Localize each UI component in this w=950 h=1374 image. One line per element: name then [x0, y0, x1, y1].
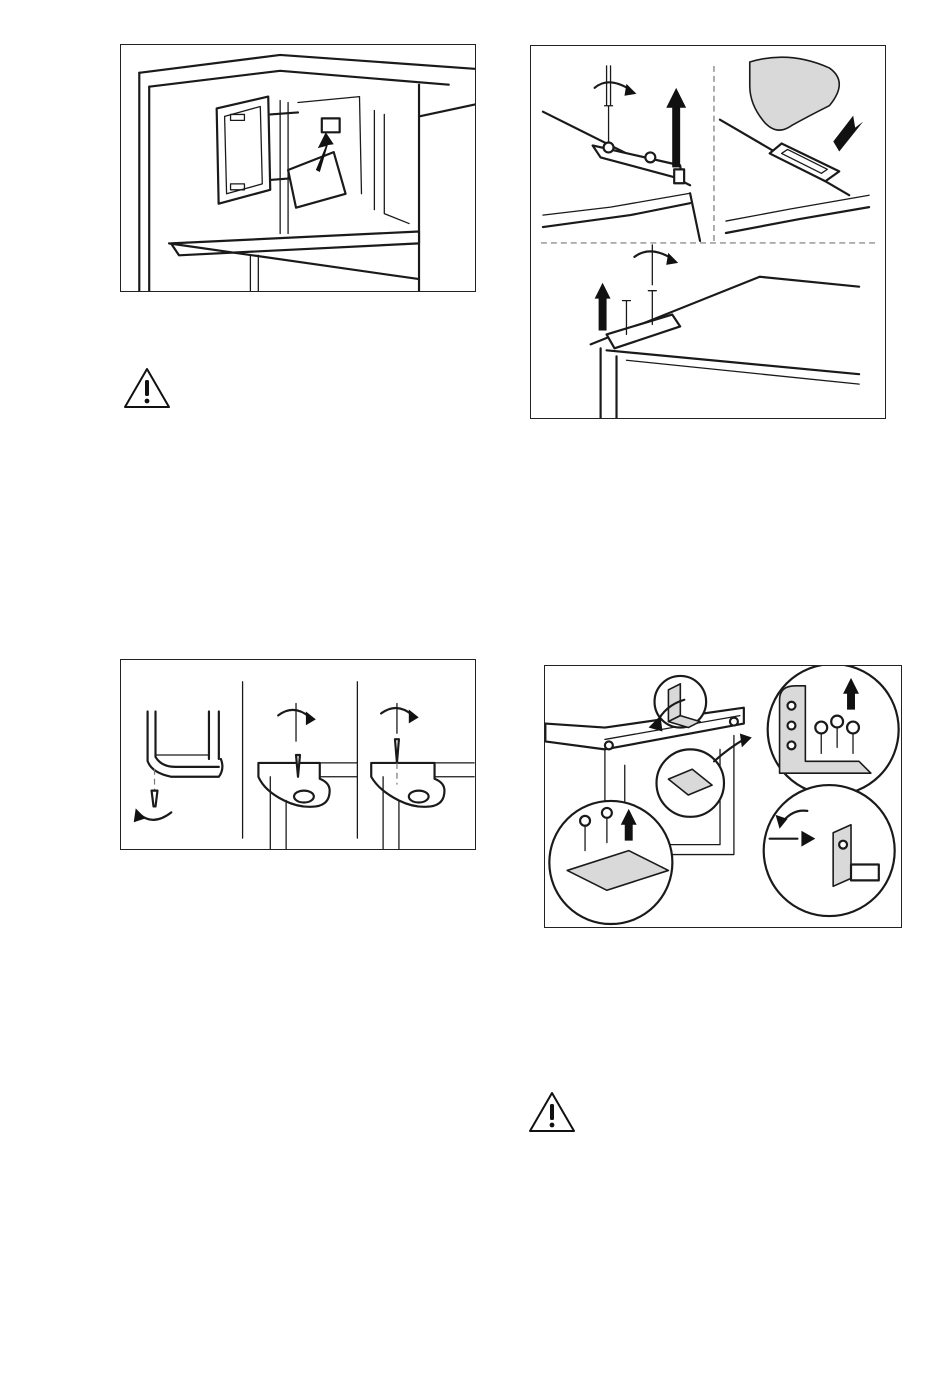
warning-triangle-icon: [527, 1090, 577, 1134]
bottom-hinge-illustration: [545, 666, 901, 927]
figure-remove-top-hinge: [530, 45, 886, 419]
fridge-interior-illustration: [121, 45, 475, 291]
hinge-pin-illustration: [121, 660, 475, 849]
figure-move-hinge-pin: [120, 659, 476, 850]
figure-remove-door-shelf: [120, 44, 476, 292]
top-hinge-illustration: [531, 46, 885, 418]
figure-move-bottom-hinge: [544, 665, 902, 928]
warning-triangle-icon: [122, 366, 172, 410]
